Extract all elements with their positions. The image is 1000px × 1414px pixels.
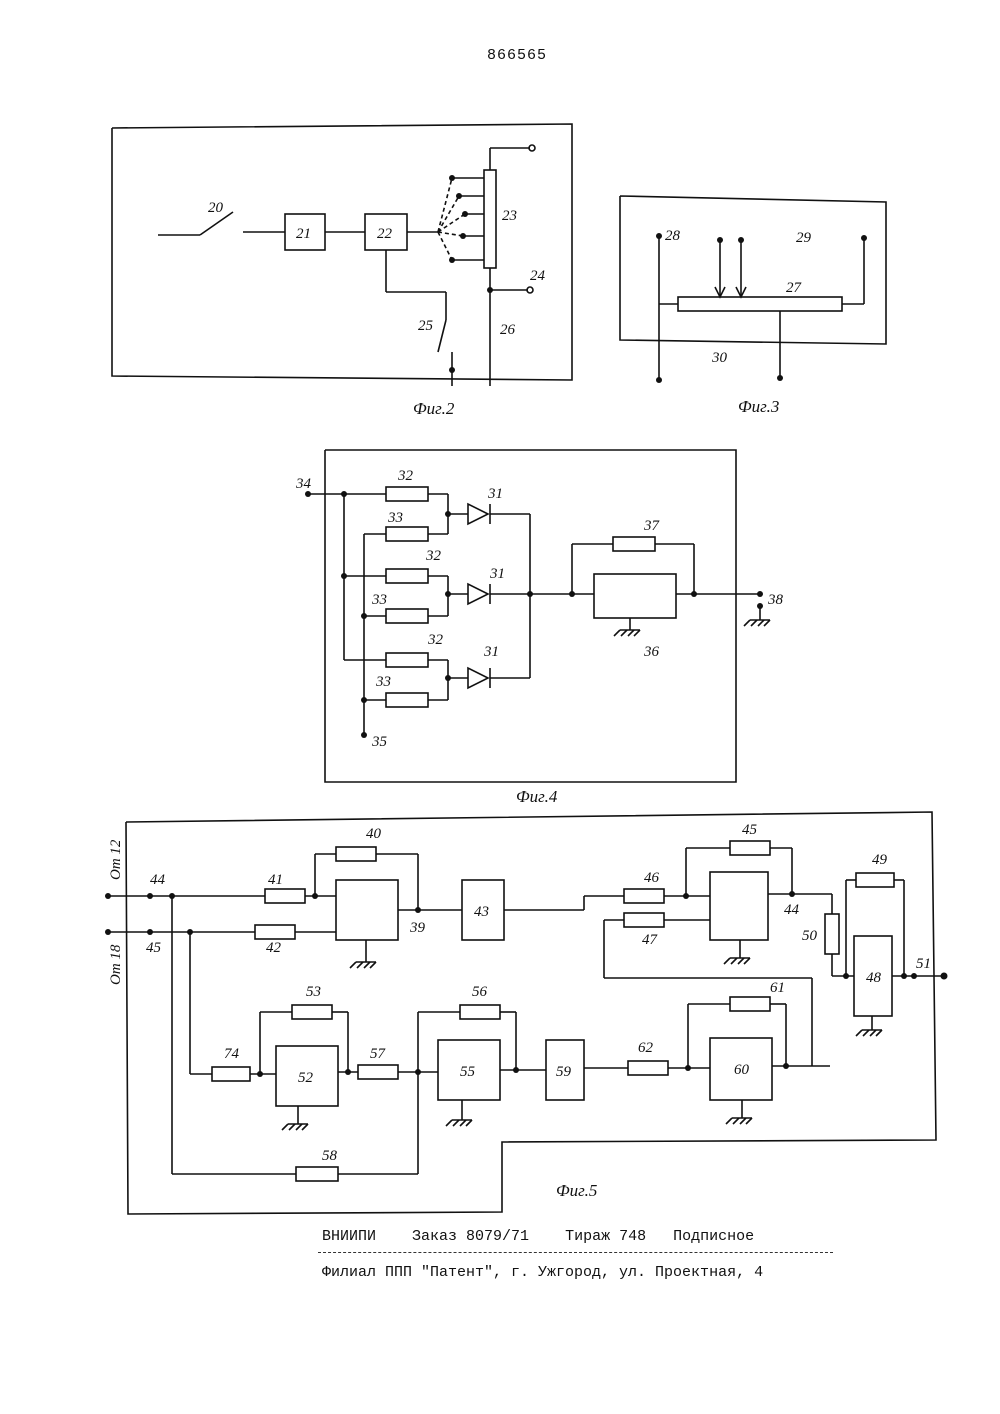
resistor-33-a (386, 527, 428, 541)
fig5-caption: Фиг.5 (556, 1181, 597, 1200)
fig5-label-60: 60 (734, 1062, 750, 1078)
resistor-37 (613, 537, 655, 551)
fig4-label-31-a: 31 (487, 486, 503, 502)
fig5-label-56: 56 (472, 984, 488, 1000)
figure-2: 20 21 22 23 24 25 26 Фиг.2 (112, 124, 572, 418)
fig2-label-26: 26 (500, 322, 516, 338)
fig4-label-31-c: 31 (483, 644, 499, 660)
resistor-57 (358, 1065, 398, 1079)
fig2-label-20: 20 (208, 200, 224, 216)
fig3-caption: Фиг.3 (738, 397, 779, 416)
fig5-input-from-12: От 12 (108, 839, 124, 880)
resistor-56 (460, 1005, 500, 1019)
fig5-label-59: 59 (556, 1064, 572, 1080)
fig4-label-33-a: 33 (387, 510, 403, 526)
fig5-label-49: 49 (872, 852, 888, 868)
resistor-49 (856, 873, 894, 887)
fig2-caption: Фиг.2 (413, 399, 455, 418)
fig3-label-30: 30 (711, 350, 728, 366)
fig2-label-22: 22 (377, 226, 393, 242)
imprint-branch: Филиал ППП "Патент", г. Ужгород, ул. Про… (322, 1264, 763, 1281)
resistor-32-b (386, 569, 428, 583)
fig4-label-32-c: 32 (427, 632, 444, 648)
fig2-label-23: 23 (502, 208, 517, 224)
fig5-label-45-in: 45 (146, 940, 162, 956)
fig4-label-37: 37 (643, 518, 661, 534)
diode-31-a (468, 504, 488, 524)
resistor-45 (730, 841, 770, 855)
fig5-label-62: 62 (638, 1040, 654, 1056)
fig5-label-39: 39 (409, 920, 426, 936)
fig4-label-33-b: 33 (371, 592, 387, 608)
resistor-27 (678, 297, 842, 311)
imprint-circulation: Тираж 748 (565, 1228, 646, 1245)
fig5-label-43: 43 (474, 904, 489, 920)
fig5-label-44-in: 44 (150, 872, 166, 888)
fig5-label-52: 52 (298, 1070, 314, 1086)
fig3-label-28: 28 (665, 228, 681, 244)
resistor-40 (336, 847, 376, 861)
fig4-label-33-c: 33 (375, 674, 391, 690)
fig2-label-25: 25 (418, 318, 434, 334)
fig2-label-21: 21 (296, 226, 311, 242)
resistor-53 (292, 1005, 332, 1019)
fig4-caption: Фиг.4 (516, 787, 558, 806)
fig4-label-32-a: 32 (397, 468, 414, 484)
figure-5: От 12 От 18 (105, 812, 948, 1214)
diode-31-c (468, 668, 488, 688)
figure-4: 34 32 31 33 32 31 33 32 31 33 35 37 36 3… (295, 450, 784, 806)
fig2-label-24: 24 (530, 268, 546, 284)
resistor-23 (484, 170, 496, 268)
fig4-label-32-b: 32 (425, 548, 442, 564)
fig4-label-36: 36 (643, 644, 660, 660)
imprint-org: ВНИИПИ (322, 1228, 376, 1245)
fig5-label-50: 50 (802, 928, 818, 944)
amplifier-36 (594, 574, 676, 618)
resistor-62 (628, 1061, 668, 1075)
resistor-46 (624, 889, 664, 903)
resistor-32-c (386, 653, 428, 667)
fig5-label-51: 51 (916, 956, 931, 972)
fig5-label-44-out: 44 (784, 902, 800, 918)
resistor-50 (825, 914, 839, 954)
fig4-label-35: 35 (371, 734, 388, 750)
amplifier-44 (710, 872, 768, 940)
imprint-divider (318, 1252, 833, 1253)
imprint-subscription: Подписное (673, 1228, 754, 1245)
fig5-label-40: 40 (366, 826, 382, 842)
imprint-line-1: ВНИИПИ Заказ 8079/71 Тираж 748 Подписное (322, 1228, 754, 1245)
resistor-33-c (386, 693, 428, 707)
resistor-58 (296, 1167, 338, 1181)
figure-3: 28 29 27 30 Фиг.3 (620, 196, 886, 416)
amplifier-39 (336, 880, 398, 940)
resistor-32-a (386, 487, 428, 501)
fig4-label-31-b: 31 (489, 566, 505, 582)
fig5-label-45-fb: 45 (742, 822, 758, 838)
fig5-label-46: 46 (644, 870, 660, 886)
fig5-label-53: 53 (306, 984, 321, 1000)
diode-31-b (468, 584, 488, 604)
fig5-label-42: 42 (266, 940, 282, 956)
resistor-42 (255, 925, 295, 939)
resistor-41 (265, 889, 305, 903)
resistor-61 (730, 997, 770, 1011)
resistor-74 (212, 1067, 250, 1081)
imprint-order: Заказ 8079/71 (412, 1228, 529, 1245)
fig5-label-47: 47 (642, 932, 659, 948)
fig5-label-74: 74 (224, 1046, 240, 1062)
fig5-input-from-18: От 18 (108, 944, 124, 985)
resistor-47 (624, 913, 664, 927)
fig3-label-27: 27 (786, 280, 803, 296)
fig5-label-58: 58 (322, 1148, 338, 1164)
fig5-label-48: 48 (866, 970, 882, 986)
fig5-label-41: 41 (268, 872, 283, 888)
fig5-label-57: 57 (370, 1046, 387, 1062)
resistor-33-b (386, 609, 428, 623)
fig5-label-61: 61 (770, 980, 785, 996)
fig3-label-29: 29 (796, 230, 812, 246)
fig4-label-38: 38 (767, 592, 784, 608)
fig4-label-34: 34 (295, 476, 312, 492)
fig5-label-55: 55 (460, 1064, 476, 1080)
